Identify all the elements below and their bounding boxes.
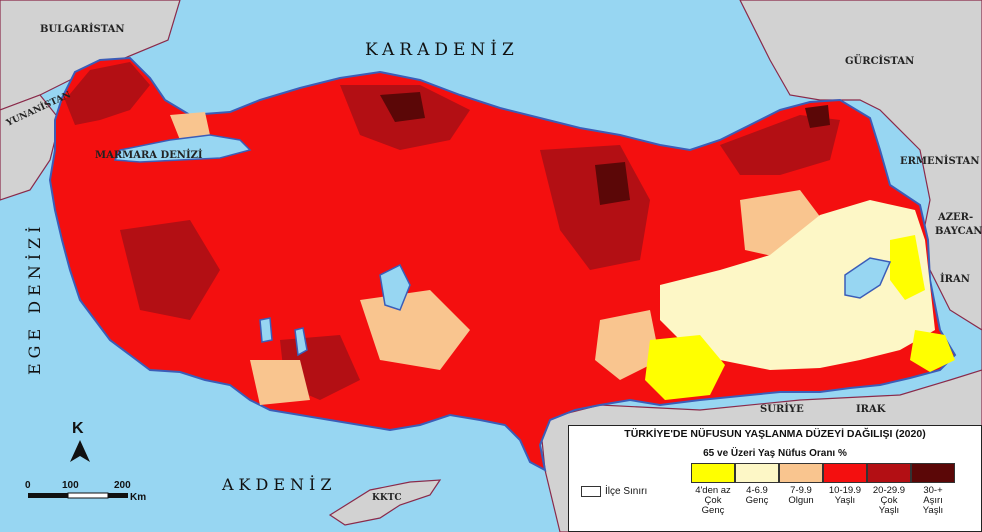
legend-swatch [911,463,955,483]
north-arrow-icon: K [70,420,90,462]
label-georgia: GÜRCİSTAN [845,54,914,67]
district-boundary-label: İlçe Sınırı [605,486,648,497]
legend-swatch [823,463,867,483]
region-olgun-south [250,360,310,405]
label-mediterranean: AKDENİZ [221,474,336,494]
legend-subtitle: 65 ve Üzeri Yaş Nüfus Oranı % [703,448,847,459]
legend-name-1: Aşırı [923,495,943,506]
legend-swatch [779,463,823,483]
label-bulgaria: BULGARİSTAN [40,22,125,35]
legend-name-1: Genç [745,495,769,506]
van-lake [844,257,892,299]
lake-west-2 [259,317,273,343]
region-asiri-yasli-3 [805,105,830,128]
legend-class: 4'den az Çok Genç [691,463,735,516]
scale-tick-0: 0 [25,480,31,491]
legend-name-2: Yaşlı [922,505,944,516]
lake-west [294,327,308,357]
label-aegean: EGE DENİZİ [24,222,44,376]
legend-swatch [691,463,735,483]
map-legend: TÜRKİYE'DE NÜFUSUN YAŞLANMA DÜZEYİ DAĞIL… [568,425,982,532]
scale-tick-200: 200 [114,480,131,491]
legend-name-1: Çok [704,495,722,506]
cyprus-island [328,479,442,526]
legend-district-boundary: İlçe Sınırı [581,486,647,497]
legend-name-1: Çok [880,495,898,506]
legend-range: 30-+ [923,485,943,496]
legend-classes: 4'den az Çok Genç 4-6.9 Genç 7-9.9 Olgun… [691,463,955,516]
north-arrow-label: K [72,420,84,437]
tuz-lake [379,263,411,311]
legend-swatch [867,463,911,483]
label-black-sea: KARADENİZ [365,39,519,60]
legend-name-1: Yaşlı [834,495,856,506]
scale-unit: Km [130,492,146,503]
legend-class: 30-+ Aşırı Yaşlı [911,463,955,516]
legend-class: 10-19.9 Yaşlı [823,463,867,516]
region-cok-genc-3 [910,330,955,372]
label-azerbaijan-1: AZER- [937,212,973,223]
legend-name-2: Genç [701,505,725,516]
region-olgun-central [360,290,470,370]
scale-bar: 0 100 200 Km [25,480,146,503]
label-iraq: IRAK [856,404,886,415]
legend-name-2: Yaşlı [878,505,900,516]
region-olgun-west [170,112,210,140]
label-azerbaijan-2: BAYCAN [935,226,982,237]
neighbor-land-northeast [739,0,982,532]
label-iran: İRAN [940,272,970,285]
legend-range: 4-6.9 [746,485,768,496]
label-marmara: MARMARA DENİZİ [95,148,203,161]
neighbor-land-west [0,94,61,201]
label-kktc: KKTC [372,493,402,503]
region-cok-genc-1 [645,335,725,400]
region-cok-yasli-thrace [65,62,150,125]
region-olgun-southeast [595,310,660,380]
legend-class: 20-29.9 Çok Yaşlı [867,463,911,516]
district-boundary-swatch [581,486,601,497]
label-syria: SURİYE [760,402,804,415]
region-asiri-yasli-2 [595,162,630,205]
legend-range: 20-29.9 [872,485,906,496]
legend-name-1: Olgun [788,495,814,506]
region-cok-genc-2 [890,235,925,300]
legend-class: 4-6.9 Genç [735,463,779,516]
region-genc-east [660,200,935,370]
legend-title: TÜRKİYE'DE NÜFUSUN YAŞLANMA DÜZEYİ DAĞIL… [624,428,926,440]
legend-class: 7-9.9 Olgun [779,463,823,516]
legend-range: 4'den az [695,485,731,496]
label-armenia: ERMENİSTAN [900,154,979,167]
marmara-sea [113,134,252,163]
region-cok-yasli-west [120,220,220,320]
legend-range: 7-9.9 [790,485,812,496]
region-cok-yasli-east [720,115,840,175]
region-asiri-yasli-1 [380,92,425,122]
legend-swatch [735,463,779,483]
legend-range: 10-19.9 [828,485,862,496]
scale-tick-100: 100 [62,480,79,491]
